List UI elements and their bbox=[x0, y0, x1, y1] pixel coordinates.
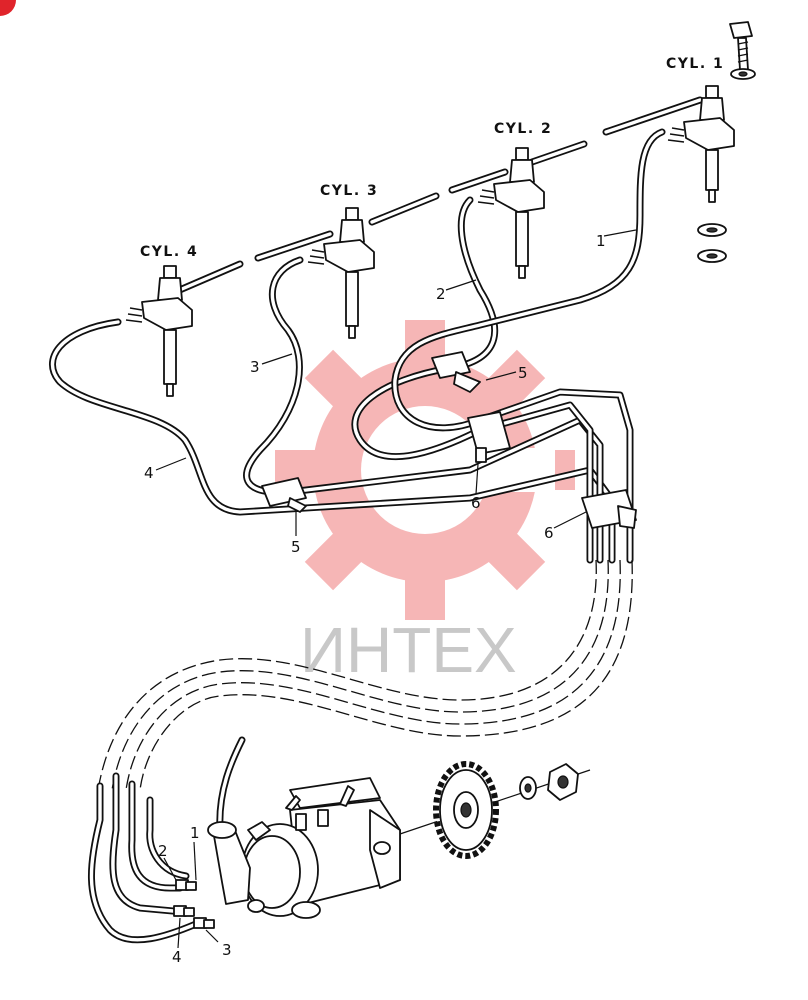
callout-1-lower: 1 bbox=[190, 824, 200, 842]
corner-badge bbox=[0, 0, 16, 16]
washer-icon bbox=[697, 223, 727, 263]
pipe-clip-6-right bbox=[581, 489, 637, 529]
callout-1-upper: 1 bbox=[596, 232, 606, 250]
injection-pump bbox=[207, 777, 401, 919]
callout-3-lower: 3 bbox=[222, 941, 232, 959]
watermark-text: ИНТЕХ bbox=[300, 614, 517, 686]
pipe-clip-6-middle bbox=[467, 411, 511, 463]
callout-3-upper: 3 bbox=[250, 358, 260, 376]
pipe-clip-5-lower bbox=[261, 477, 307, 513]
callout-4-lower: 4 bbox=[172, 948, 182, 966]
pipe-fittings bbox=[173, 879, 215, 929]
nut-icon bbox=[547, 763, 579, 801]
drive-gear-icon bbox=[433, 761, 499, 859]
label-cyl-3: CYL. 3 bbox=[320, 183, 378, 199]
label-cyl-2: CYL. 2 bbox=[494, 121, 552, 137]
callout-6-right: 6 bbox=[544, 524, 554, 542]
callout-4-upper: 4 bbox=[144, 464, 154, 482]
pipe-1 bbox=[391, 128, 666, 564]
leak-off-rail bbox=[171, 96, 704, 296]
pump-feed-pipes bbox=[88, 736, 246, 944]
pipe-clip-5-upper bbox=[431, 351, 481, 393]
watermark-gear-icon bbox=[275, 320, 575, 620]
injector-cyl-3 bbox=[307, 207, 375, 339]
injector-cyl-1 bbox=[667, 85, 735, 203]
pipe-2 bbox=[351, 196, 594, 564]
bolt-icon bbox=[729, 21, 756, 80]
label-cyl-1: CYL. 1 bbox=[666, 56, 724, 72]
callout-6-middle: 6 bbox=[471, 494, 481, 512]
leader-lines bbox=[155, 229, 637, 949]
dashed-pipe-route bbox=[97, 559, 633, 791]
callout-2-lower: 2 bbox=[158, 842, 168, 860]
label-cyl-4: CYL. 4 bbox=[140, 244, 198, 260]
injector-cyl-4 bbox=[125, 265, 193, 397]
callout-5-lower: 5 bbox=[291, 538, 301, 556]
pipe-4 bbox=[48, 318, 616, 564]
gear-washer-icon bbox=[519, 776, 537, 800]
callout-2-upper: 2 bbox=[436, 285, 446, 303]
callout-5-upper: 5 bbox=[518, 364, 528, 382]
injector-cyl-2 bbox=[477, 147, 545, 279]
